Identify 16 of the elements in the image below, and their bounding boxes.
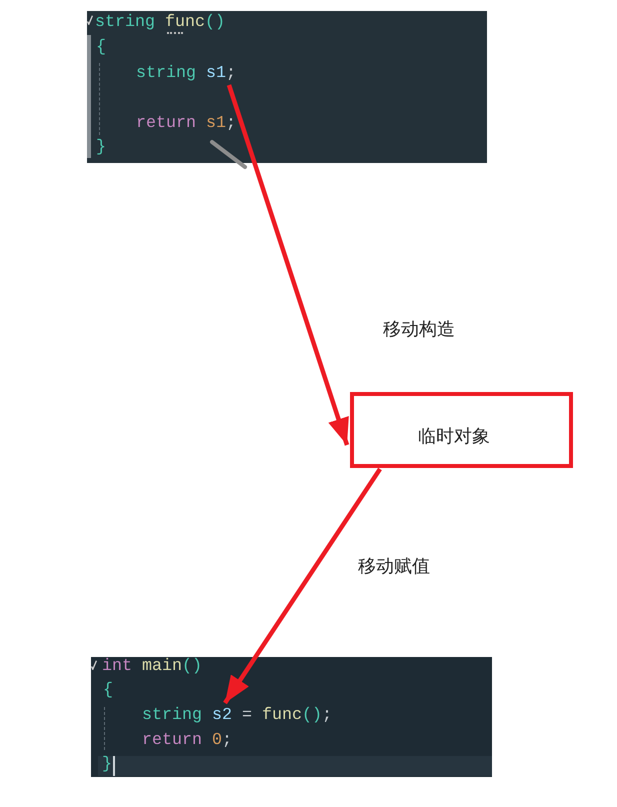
node-label: 临时对象 <box>418 426 490 448</box>
arrow <box>226 84 350 446</box>
code-line: int main() <box>102 657 202 677</box>
arrow <box>223 468 382 704</box>
code-line: { <box>96 38 106 58</box>
code-line: { <box>103 681 113 701</box>
code-line: string s1; <box>136 64 236 84</box>
code-line: string s2 = func(); <box>142 706 332 726</box>
code-line: return s1; <box>136 114 236 134</box>
code-line: } <box>96 138 106 158</box>
code-panel <box>91 657 492 777</box>
code-line: string func() <box>95 13 225 33</box>
code-line: return 0; <box>142 731 232 751</box>
code-line: } <box>102 755 112 775</box>
code-panel <box>87 11 487 163</box>
process-box <box>350 392 573 468</box>
